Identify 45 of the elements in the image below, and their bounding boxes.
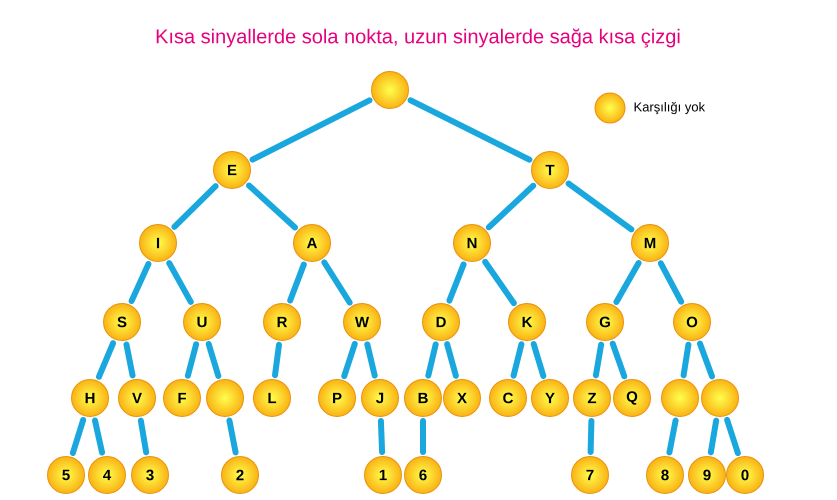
connector-line xyxy=(128,260,152,304)
connector-line xyxy=(613,260,642,305)
connector-line xyxy=(364,341,378,379)
connector-line xyxy=(666,418,679,456)
connector-line xyxy=(724,416,741,456)
connector-line xyxy=(566,180,634,232)
connector-line xyxy=(446,261,467,304)
connector-line xyxy=(708,418,720,456)
connector-line xyxy=(510,341,524,379)
connector-line xyxy=(166,260,194,305)
connector-line xyxy=(92,417,106,456)
connector-line xyxy=(250,97,372,163)
title: Kısa sinyallerde sola nokta, uzun sinyalerde sağa kısa çizgi xyxy=(156,28,680,48)
connector-line xyxy=(408,97,532,163)
connector-line xyxy=(272,342,282,378)
connector-line xyxy=(680,342,692,378)
connector-line xyxy=(420,418,426,455)
legend-text: Karşılığı yok xyxy=(634,102,706,114)
connector-line xyxy=(287,262,307,304)
connector-line xyxy=(482,258,517,306)
connector-line xyxy=(123,342,136,378)
connector-line xyxy=(696,340,716,380)
connector-line xyxy=(378,418,386,455)
connector-line xyxy=(658,260,684,305)
empty-circle xyxy=(701,379,739,417)
connector-line xyxy=(588,418,594,455)
connector-line xyxy=(610,340,628,380)
connector-line xyxy=(184,341,200,379)
empty-circle xyxy=(206,379,244,417)
connector-line xyxy=(530,341,546,379)
connector-line xyxy=(206,341,222,379)
connector-line xyxy=(341,340,358,380)
empty-circle xyxy=(371,71,409,109)
connector-line xyxy=(96,340,116,380)
connector-line xyxy=(592,342,604,378)
connector-line xyxy=(444,341,459,379)
connector-line xyxy=(171,183,219,230)
connector-line xyxy=(226,418,239,456)
connector-line xyxy=(70,416,86,456)
connector-line xyxy=(321,259,353,306)
connector-line xyxy=(138,418,150,456)
empty-circle xyxy=(661,379,699,417)
connector-line xyxy=(425,341,439,379)
connector-line xyxy=(486,182,536,230)
connector-line xyxy=(246,182,298,230)
